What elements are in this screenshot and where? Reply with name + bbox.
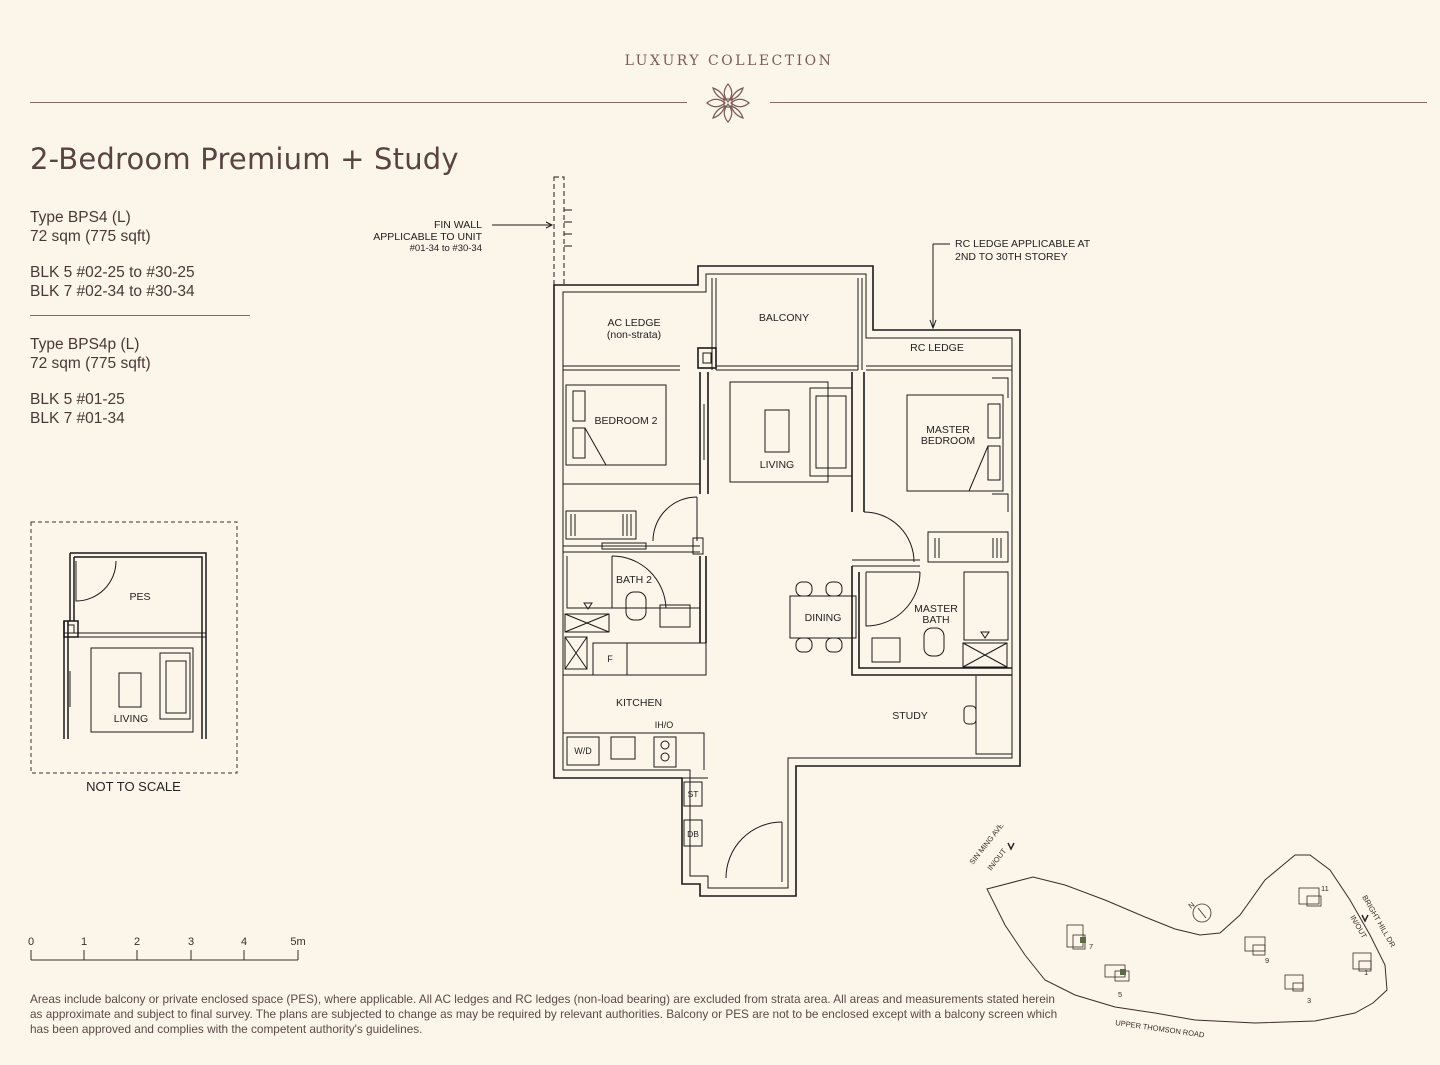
unit-type-area: 72 sqm (775 sqft) xyxy=(30,354,151,372)
room-dining: DINING xyxy=(805,612,842,624)
bright-hill-dr-label: BRIGHT HILL DR xyxy=(1360,894,1397,950)
fin-wall-note-1: FIN WALL xyxy=(434,219,482,231)
db-label: DB xyxy=(687,829,699,839)
pes-inset-plan: PES LIVING xyxy=(30,521,238,774)
inset-living-label: LIVING xyxy=(114,713,148,725)
room-bath-2: BATH 2 xyxy=(616,574,652,586)
site-key-plan: SIN MING AVE IN/OUT BRIGHT HILL DR IN/OU… xyxy=(967,825,1397,1040)
room-rc-ledge: RC LEDGE xyxy=(910,342,964,354)
scale-tick-label: 0 xyxy=(28,936,34,948)
unit-title: 2-Bedroom Premium + Study xyxy=(30,142,459,176)
room-bedroom-2: BEDROOM 2 xyxy=(594,415,657,427)
room-ac-ledge-sub: (non-strata) xyxy=(607,329,661,341)
sin-ming-in-out-label: IN/OUT xyxy=(985,846,1008,872)
header-rule-right xyxy=(770,102,1427,103)
wd-label: W/D xyxy=(574,746,592,756)
bright-hill-entry-arrow-icon xyxy=(1361,914,1369,923)
room-balcony: BALCONY xyxy=(759,312,809,324)
fin-wall-note-3: #01-34 to #30-34 xyxy=(410,243,482,254)
room-master-bath-1: MASTER xyxy=(914,603,958,615)
header-rule-left xyxy=(30,102,687,103)
unit-type-block: BLK 7 #01-34 xyxy=(30,409,125,427)
unit-type-name: Type BPS4p (L) xyxy=(30,336,140,353)
block-label: 9 xyxy=(1265,956,1269,965)
unit-type-2: Type BPS4p (L) 72 sqm (775 sqft) BLK 5 #… xyxy=(30,336,151,428)
sin-ming-entry-arrow-icon xyxy=(1007,842,1015,851)
north-label: N xyxy=(1187,900,1197,910)
room-study: STUDY xyxy=(892,710,928,722)
scale-bar: 0 1 2 3 4 5m xyxy=(28,936,306,961)
rc-ledge-note-1: RC LEDGE APPLICABLE AT xyxy=(955,238,1091,250)
room-master-bedroom-1: MASTER xyxy=(926,424,970,436)
brand-emblem-icon xyxy=(706,83,750,123)
block-label: 5 xyxy=(1118,990,1122,999)
block-label: 3 xyxy=(1307,996,1311,1005)
fin-wall-note-2: APPLICABLE TO UNIT xyxy=(373,231,482,243)
rc-ledge-note-2: 2ND TO 30TH STOREY xyxy=(955,251,1068,263)
info-divider xyxy=(30,315,250,316)
scale-tick-label: 5m xyxy=(290,936,305,948)
scale-tick-label: 2 xyxy=(134,936,140,948)
block-label: 1 xyxy=(1364,968,1368,977)
brand-name: LUXURY COLLECTION xyxy=(624,53,834,69)
room-master-bath-2: BATH xyxy=(922,614,949,626)
unit-type-block: BLK 7 #02-34 to #30-34 xyxy=(30,282,195,300)
room-kitchen: KITCHEN xyxy=(616,697,662,709)
room-ac-ledge: AC LEDGE xyxy=(607,317,660,329)
disclaimer-footnote: Areas include balcony or private enclose… xyxy=(30,992,1058,1036)
unit-type-1: Type BPS4 (L) 72 sqm (775 sqft) BLK 5 #0… xyxy=(30,209,195,301)
room-master-bedroom-2: BEDROOM xyxy=(921,435,975,447)
fridge-label: F xyxy=(607,654,613,664)
block-label: 7 xyxy=(1089,942,1093,951)
not-to-scale-caption: NOT TO SCALE xyxy=(86,779,181,794)
scale-tick-label: 4 xyxy=(241,936,247,948)
scale-tick-label: 1 xyxy=(81,936,87,948)
unit-type-name: Type BPS4 (L) xyxy=(30,209,131,226)
pes-label: PES xyxy=(129,591,150,603)
st-label: ST xyxy=(688,789,699,799)
block-label: 11 xyxy=(1321,884,1329,893)
unit-type-block: BLK 5 #02-25 to #30-25 xyxy=(30,264,195,281)
room-living: LIVING xyxy=(760,459,794,471)
unit-type-area: 72 sqm (775 sqft) xyxy=(30,227,151,245)
unit-type-block: BLK 5 #01-25 xyxy=(30,391,125,408)
ih-o-label: IH/O xyxy=(655,720,674,730)
upper-thomson-road-label: UPPER THOMSON ROAD xyxy=(1115,1018,1206,1040)
scale-tick-label: 3 xyxy=(188,936,194,948)
